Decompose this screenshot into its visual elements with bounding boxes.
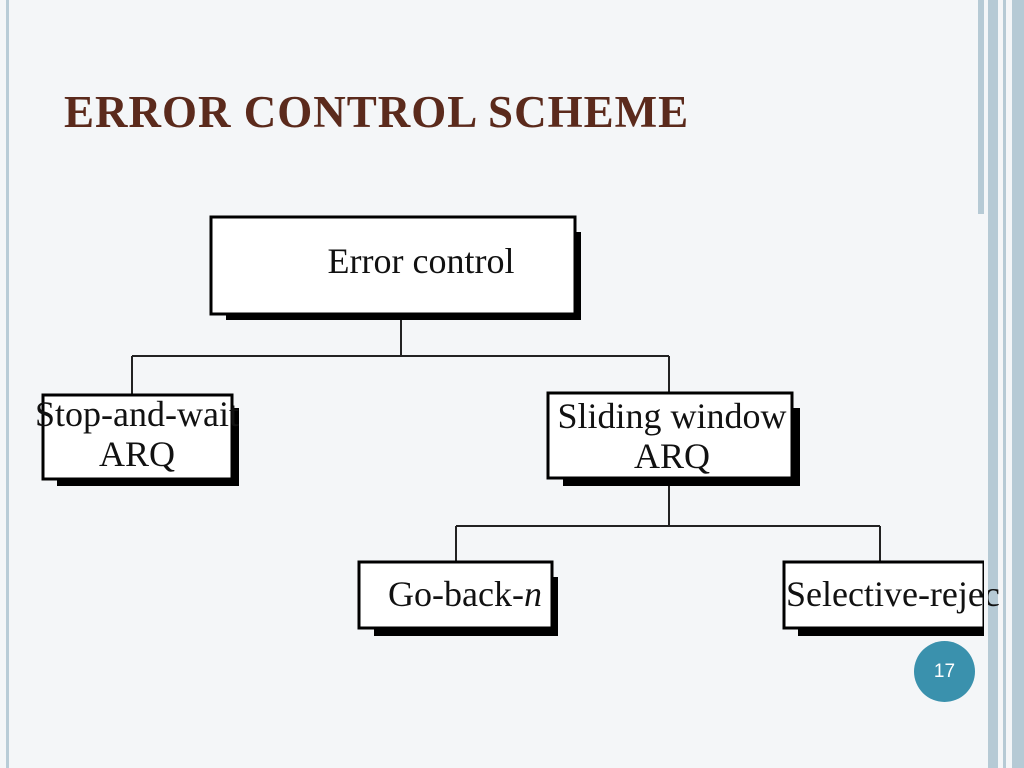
right-frame-bar [1012,0,1024,768]
right-frame-gap [984,0,988,768]
go-back-n-label: Go-back-n [388,574,542,614]
sliding-window-arq-box: Sliding window ARQ [546,391,800,486]
page-number-badge: 17 [914,641,975,702]
stop-and-wait-arq-box: Stop-and-wait ARQ [35,393,239,486]
right-frame-bar [1003,0,1006,768]
left-border-rule [6,0,9,768]
sliding-window-arq-label: ARQ [634,436,710,476]
go-back-n-box: Go-back-n [357,560,558,636]
right-frame-bar [978,0,984,214]
stop-and-wait-label: Stop-and-wait [35,394,239,434]
stop-and-wait-arq-label: ARQ [99,434,175,474]
right-frame-bar [988,0,998,768]
selective-reject-box: Selective-rejec [782,560,1000,636]
go-back-n-italic: n [524,574,542,614]
go-back-n-prefix: Go-back- [388,574,524,614]
tree-connectors [131,318,881,563]
sliding-window-label: Sliding window [557,396,786,436]
error-control-box: Error control [209,215,581,320]
selective-reject-label: Selective-rejec [786,574,1000,614]
error-control-label: Error control [328,241,515,281]
slide-title: ERROR CONTROL SCHEME [64,87,690,137]
